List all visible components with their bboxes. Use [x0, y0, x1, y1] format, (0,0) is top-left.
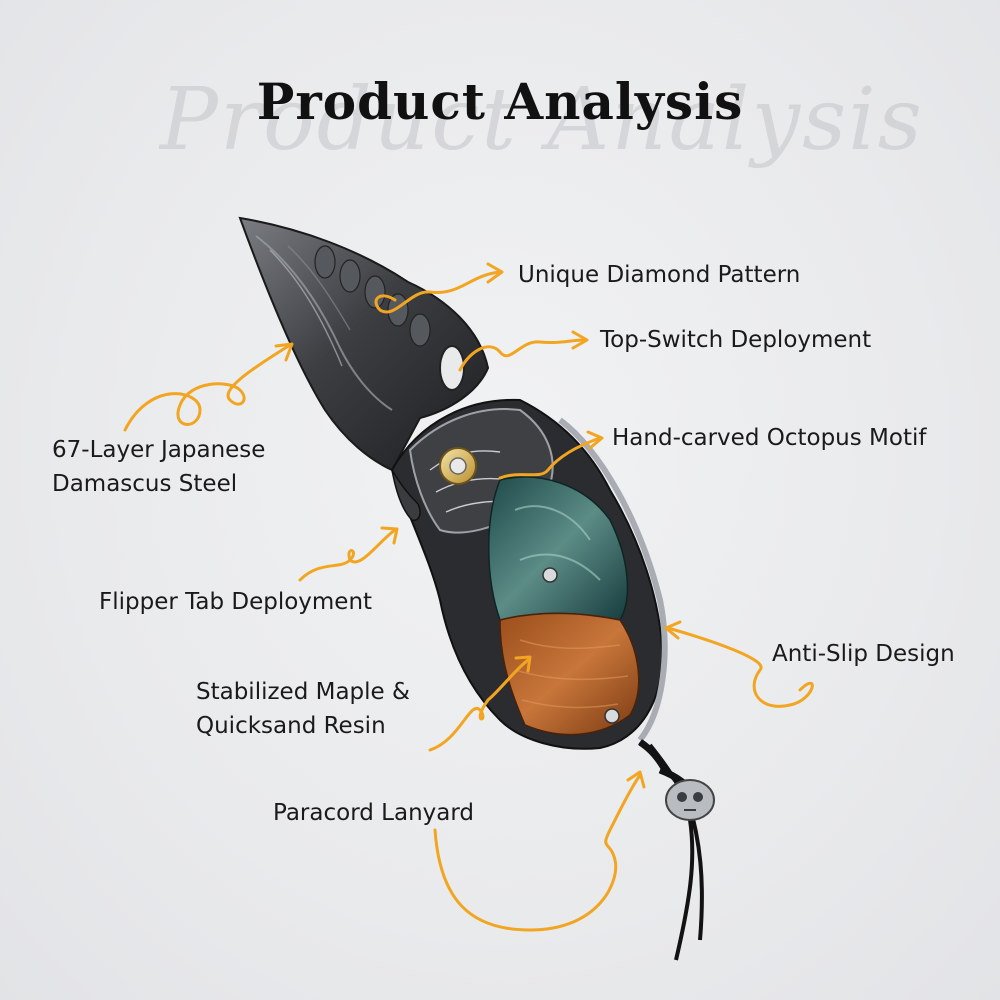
blade: [238, 216, 490, 472]
page-title: Product Analysis: [256, 72, 744, 131]
arrow-maple: [428, 658, 530, 752]
arrow-top-switch: [458, 338, 587, 372]
label-maple-line2: Quicksand Resin: [196, 713, 386, 739]
arrow-octopus: [498, 436, 602, 480]
arrow-anti-slip: [666, 626, 814, 708]
label-paracord-lanyard: Paracord Lanyard: [273, 800, 475, 826]
paracord-lanyard: [638, 739, 715, 961]
arrow-damascus: [123, 343, 292, 432]
label-top-switch: Top-Switch Deployment: [600, 327, 872, 353]
arrow-pattern: [374, 270, 502, 314]
pointer-arrows: [123, 262, 814, 932]
handle: [390, 398, 668, 750]
label-diamond-pattern: Unique Diamond Pattern: [518, 262, 801, 288]
arrow-flipper: [298, 528, 397, 582]
label-maple-line1: Stabilized Maple &: [196, 679, 410, 705]
label-damascus-line1: 67-Layer Japanese: [52, 437, 266, 463]
title-watermark: Product Analysis: [160, 70, 924, 170]
label-damascus-line2: Damascus Steel: [52, 471, 238, 497]
arrow-lanyard: [433, 773, 642, 932]
label-flipper-tab: Flipper Tab Deployment: [99, 589, 373, 615]
label-octopus-motif: Hand-carved Octopus Motif: [612, 425, 927, 451]
label-anti-slip: Anti-Slip Design: [772, 641, 955, 667]
